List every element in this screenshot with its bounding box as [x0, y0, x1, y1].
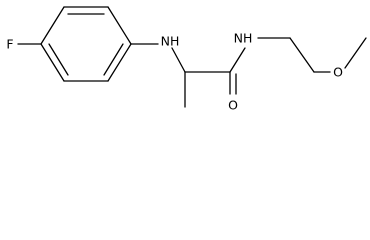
molecule-structure: F NH O NH O	[6, 6, 367, 113]
n-ch-bond	[171, 47, 186, 73]
ether-oxygen-label: O	[333, 65, 343, 80]
ring-bond-1	[40, 6, 65, 45]
fluorine-label: F	[6, 37, 13, 52]
fluorophenyl-ring	[40, 6, 132, 82]
amide-nh-label: NH	[234, 31, 253, 46]
ring-bond-3	[107, 6, 132, 45]
ring-double-bond-3	[48, 43, 69, 76]
o-methyl-bond	[344, 37, 367, 69]
ring-bond-6	[40, 43, 65, 82]
amine-nh-label: NH	[161, 34, 180, 49]
ring-double-bond-2	[103, 43, 124, 76]
ring-bond-4	[107, 43, 132, 82]
ch2-ch2-bond	[289, 37, 315, 73]
carbonyl-oxygen-label: O	[228, 98, 238, 113]
carbonyl-n-bond	[229, 47, 246, 73]
